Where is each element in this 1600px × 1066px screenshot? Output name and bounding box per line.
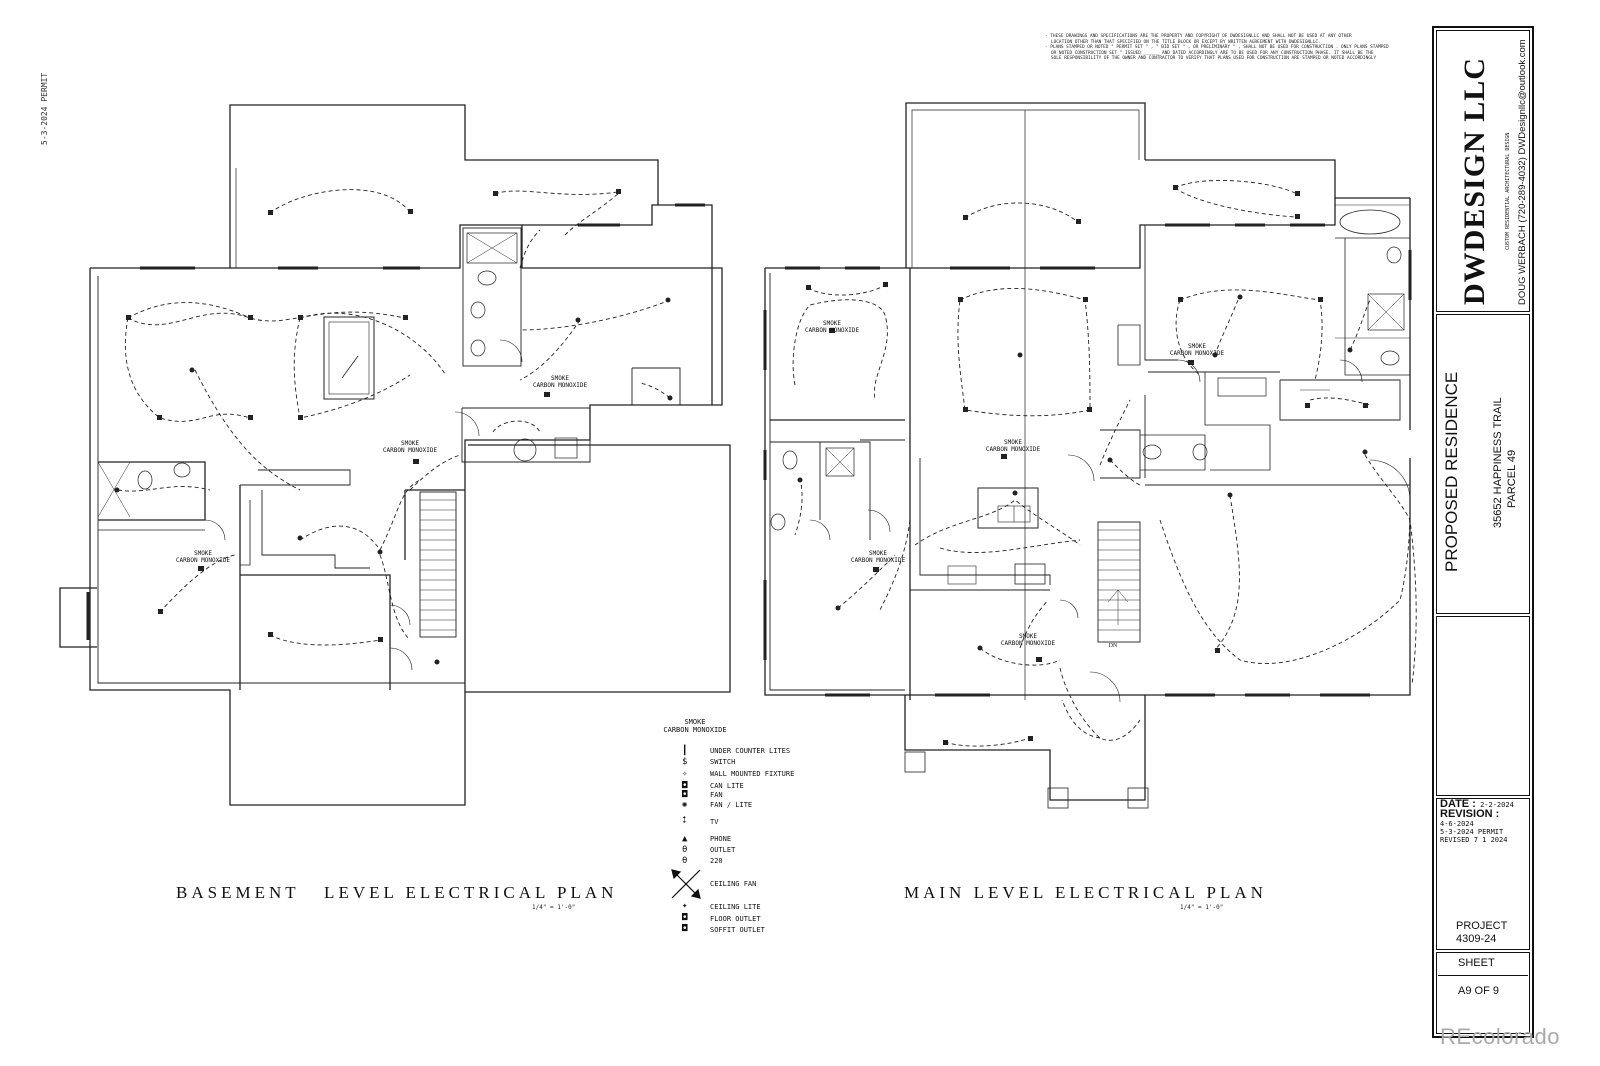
note-line: OR NOTED CONSTRUCTION SET " ISSUED _____… xyxy=(1051,50,1374,56)
logo-text: DWDESIGN LLC xyxy=(1458,57,1491,305)
title-block xyxy=(1432,26,1534,1038)
basement-scale: 1/4" = 1'-0" xyxy=(532,904,576,911)
watermark: REcolorado xyxy=(1440,1024,1560,1049)
company-logo: DWDESIGN LLC xyxy=(1458,57,1492,305)
date-cell xyxy=(1436,798,1530,950)
revision-label: REVISION : xyxy=(1440,808,1500,820)
contact-info: DOUG WERBACH (720-289-4032) DWDesignllc@… xyxy=(1517,39,1528,305)
sheet-label: SHEET xyxy=(1458,957,1495,969)
smoke-detector-label: SMOKE CARBON MONOXIDE xyxy=(175,550,231,564)
smoke-detector-label: SMOKE CARBON MONOXIDE xyxy=(985,439,1041,453)
stair-direction: DN xyxy=(1108,643,1118,649)
ceiling-fan-symbol xyxy=(671,869,701,899)
smoke-detector-label: SMOKE CARBON MONOXIDE xyxy=(382,440,438,454)
main-circuits xyxy=(792,180,1417,747)
basement-plan-title: BASEMENT LEVEL ELECTRICAL PLAN xyxy=(176,883,618,902)
copyright-notes: - THESE DRAWINGS AND SPECIFICATIONS ARE … xyxy=(1045,34,1430,62)
note-line: - THESE DRAWINGS AND SPECIFICATIONS ARE … xyxy=(1045,34,1352,39)
smoke-detector-label: SMOKE CARBON MONOXIDE xyxy=(1169,343,1225,357)
main-scale: 1/4" = 1'-0" xyxy=(1180,904,1224,911)
main-plan-walls xyxy=(763,102,1412,809)
smoke-detector-label: SMOKE CARBON MONOXIDE xyxy=(532,375,588,389)
basement-circuits xyxy=(117,189,671,646)
project-number: 4309-24 xyxy=(1456,933,1497,945)
sheet-divider xyxy=(1438,975,1528,976)
project-title-cell xyxy=(1436,314,1530,614)
revision-entry: REVISED 7 1 2024 xyxy=(1440,836,1508,844)
note-line: - PLANS STAMPED OR NOTED " PERMIT SET " … xyxy=(1045,45,1389,51)
basement-plan-walls xyxy=(59,104,731,806)
revision-entry: 4-6-2024 xyxy=(1440,820,1474,828)
main-plan-title: MAIN LEVEL ELECTRICAL PLAN xyxy=(904,883,1267,902)
sheet-number: A9 OF 9 xyxy=(1458,985,1499,997)
main-fixtures xyxy=(797,185,1368,745)
sheet-cell xyxy=(1436,952,1530,1034)
project-label: PROJECT xyxy=(1456,920,1508,932)
logo-cell xyxy=(1436,30,1530,312)
symbol-legend: SMOKE CARBON MONOXIDE ┃UNDER COUNTER LIT… xyxy=(660,718,830,934)
date-label: DATE : xyxy=(1440,798,1476,810)
revision-entry: 5-3-2024 PERMIT xyxy=(1440,828,1504,836)
legend-heading: SMOKE CARBON MONOXIDE xyxy=(663,718,727,734)
smoke-detector-label: SMOKE CARBON MONOXIDE xyxy=(1000,633,1056,647)
floor-plans xyxy=(59,102,1417,899)
project-title: PROPOSED RESIDENCE xyxy=(1442,371,1461,572)
fixture-symbols xyxy=(114,185,1368,745)
blank-cell xyxy=(1436,616,1530,796)
basement-fixtures xyxy=(114,189,673,665)
note-line: LOCATION OTHER THAN THAT SPECIFIED ON TH… xyxy=(1051,39,1321,45)
smoke-detector-label: SMOKE CARBON MONOXIDE xyxy=(850,550,906,564)
smoke-detector-label: SMOKE CARBON MONOXIDE xyxy=(804,320,860,334)
note-line: SOLE RESPONSIBILITY OF THE OWNER AND CON… xyxy=(1051,56,1377,62)
date-block: DATE : 2-2-2024 REVISION : 4-6-2024 5-3-… xyxy=(1440,798,1530,845)
date-value: 2-2-2024 xyxy=(1480,801,1514,809)
project-parcel: PARCEL 49 xyxy=(1506,449,1518,508)
